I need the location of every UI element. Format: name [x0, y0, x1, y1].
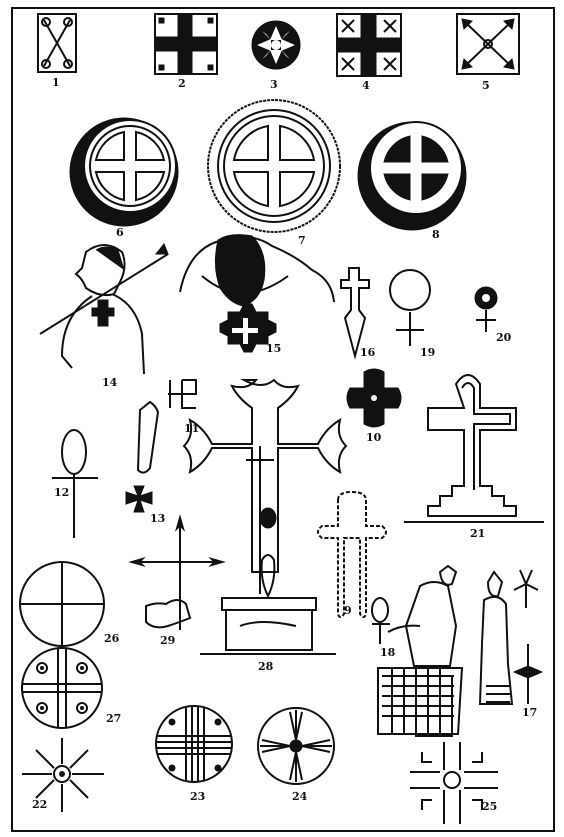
figure-21-calvary-cross	[404, 374, 544, 523]
figure-number-12: 12	[54, 486, 69, 499]
figure-10-rounded-cross	[346, 368, 402, 428]
figure-number-3: 3	[270, 78, 278, 91]
figure-number-13: 13	[150, 512, 165, 525]
figure-number-20: 20	[496, 331, 512, 344]
figure-3-wheel	[251, 20, 301, 70]
figure-number-23: 23	[190, 790, 205, 803]
figure-number-27: 27	[106, 712, 121, 725]
figure-14-man-with-spear	[39, 243, 169, 375]
figure-28-lily-cross-on-pedestal	[182, 378, 348, 655]
figure-number-9: 9	[344, 604, 352, 617]
figure-number-16: 16	[360, 346, 376, 359]
figure-number-29: 29	[160, 634, 175, 647]
figure-number-21: 21	[470, 527, 485, 540]
figure-number-7: 7	[298, 234, 306, 247]
figure-15-bust-with-cross	[179, 234, 335, 353]
figure-5-saltire-arrows	[456, 13, 520, 75]
figure-27-quartered-disc	[21, 647, 103, 729]
figure-25-open-cross-with-ring	[410, 742, 498, 824]
figure-number-14: 14	[102, 376, 118, 389]
plate-frame	[11, 7, 555, 832]
figure-number-18: 18	[380, 646, 396, 659]
figure-22-radiant-sun	[22, 738, 104, 812]
figure-number-17: 17	[522, 706, 537, 719]
figure-24-rayed-disc	[257, 707, 335, 785]
figure-number-22: 22	[32, 798, 47, 811]
figure-4-square-cross-x	[336, 13, 402, 77]
figure-8-disc-cross	[357, 121, 467, 231]
figure-number-25: 25	[482, 800, 497, 813]
figure-number-19: 19	[420, 346, 435, 359]
figure-number-4: 4	[362, 79, 370, 92]
figure-number-26: 26	[104, 632, 120, 645]
figure-number-5: 5	[482, 79, 490, 92]
figure-2-square-cross	[154, 13, 218, 75]
figure-26-wheel-cross	[19, 561, 105, 647]
figure-17-standing-figure-with-crosses	[478, 569, 544, 705]
figure-number-2: 2	[178, 77, 186, 90]
figure-number-8: 8	[432, 228, 440, 241]
figure-7-scalloped-disc-cross	[207, 99, 341, 233]
figure-19-venus-symbol	[389, 269, 431, 346]
figure-18-seated-figure-with-ankh	[371, 564, 464, 737]
figure-11-swastika	[168, 379, 197, 409]
figure-12-ankh	[52, 429, 98, 538]
figure-6-disc-cross	[69, 117, 179, 227]
figure-number-15: 15	[266, 342, 281, 355]
figure-number-28: 28	[258, 660, 274, 673]
figure-9-chain-cross	[317, 490, 387, 618]
figure-1-saltire-knot-square	[37, 13, 77, 73]
figure-13-hand-with-cross	[125, 400, 160, 513]
figure-29-hand-with-flame-cross	[128, 514, 226, 630]
figure-number-10: 10	[366, 431, 382, 444]
figure-number-1: 1	[52, 76, 60, 89]
figure-23-banded-disc	[155, 705, 233, 783]
figure-number-6: 6	[116, 226, 124, 239]
figure-20-small-venus-symbol	[474, 286, 498, 332]
figure-16-dagger-cross	[340, 267, 370, 360]
figure-number-24: 24	[292, 790, 308, 803]
